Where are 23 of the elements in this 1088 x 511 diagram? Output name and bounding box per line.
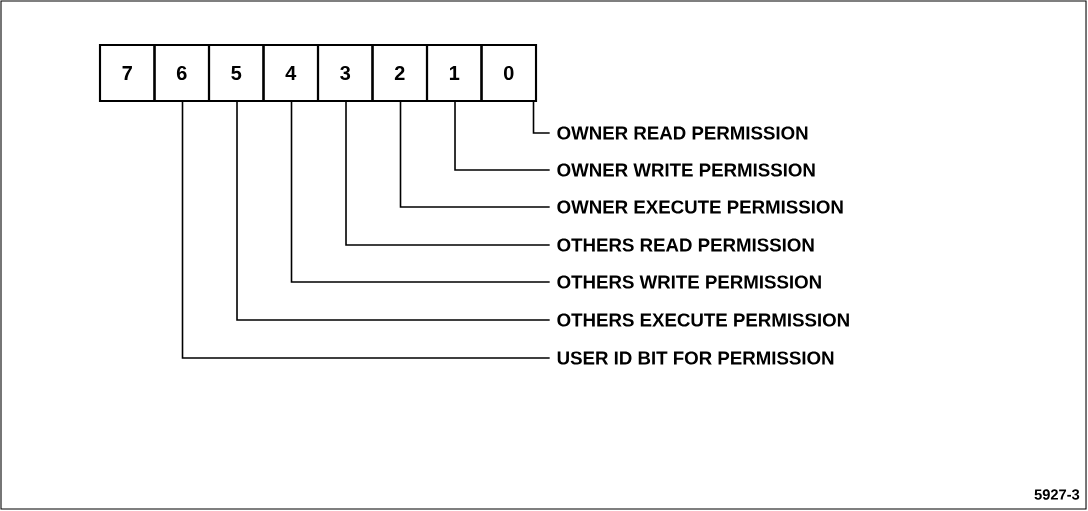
leader-line — [399, 101, 551, 208]
bit-cell: 2 — [371, 43, 429, 103]
bit-description: OTHERS WRITE PERMISSION — [557, 275, 821, 289]
bit-cell: 4 — [262, 43, 320, 103]
bit-cell: 5 — [207, 43, 265, 103]
leader-line — [290, 101, 551, 283]
bit-cell: 1 — [425, 43, 483, 103]
bit-cell: 3 — [316, 43, 374, 103]
figure-number: 5927-3 — [1034, 489, 1080, 500]
bit-description: OTHERS EXECUTE PERMISSION — [557, 313, 849, 327]
leader-line — [181, 101, 551, 359]
bit-cell: 0 — [480, 43, 538, 103]
bit-description: OTHERS READ PERMISSION — [557, 238, 814, 252]
leader-line — [236, 101, 551, 321]
bit-description: USER ID BIT FOR PERMISSION — [557, 351, 834, 365]
leader-line — [532, 101, 551, 134]
leader-line — [454, 101, 551, 171]
bit-description: OWNER WRITE PERMISSION — [557, 163, 815, 177]
bit-cell: 7 — [98, 43, 156, 103]
bit-cell: 6 — [153, 43, 211, 103]
leader-line — [345, 101, 551, 246]
bit-description: OWNER EXECUTE PERMISSION — [557, 200, 843, 214]
bit-description: OWNER READ PERMISSION — [557, 126, 808, 140]
